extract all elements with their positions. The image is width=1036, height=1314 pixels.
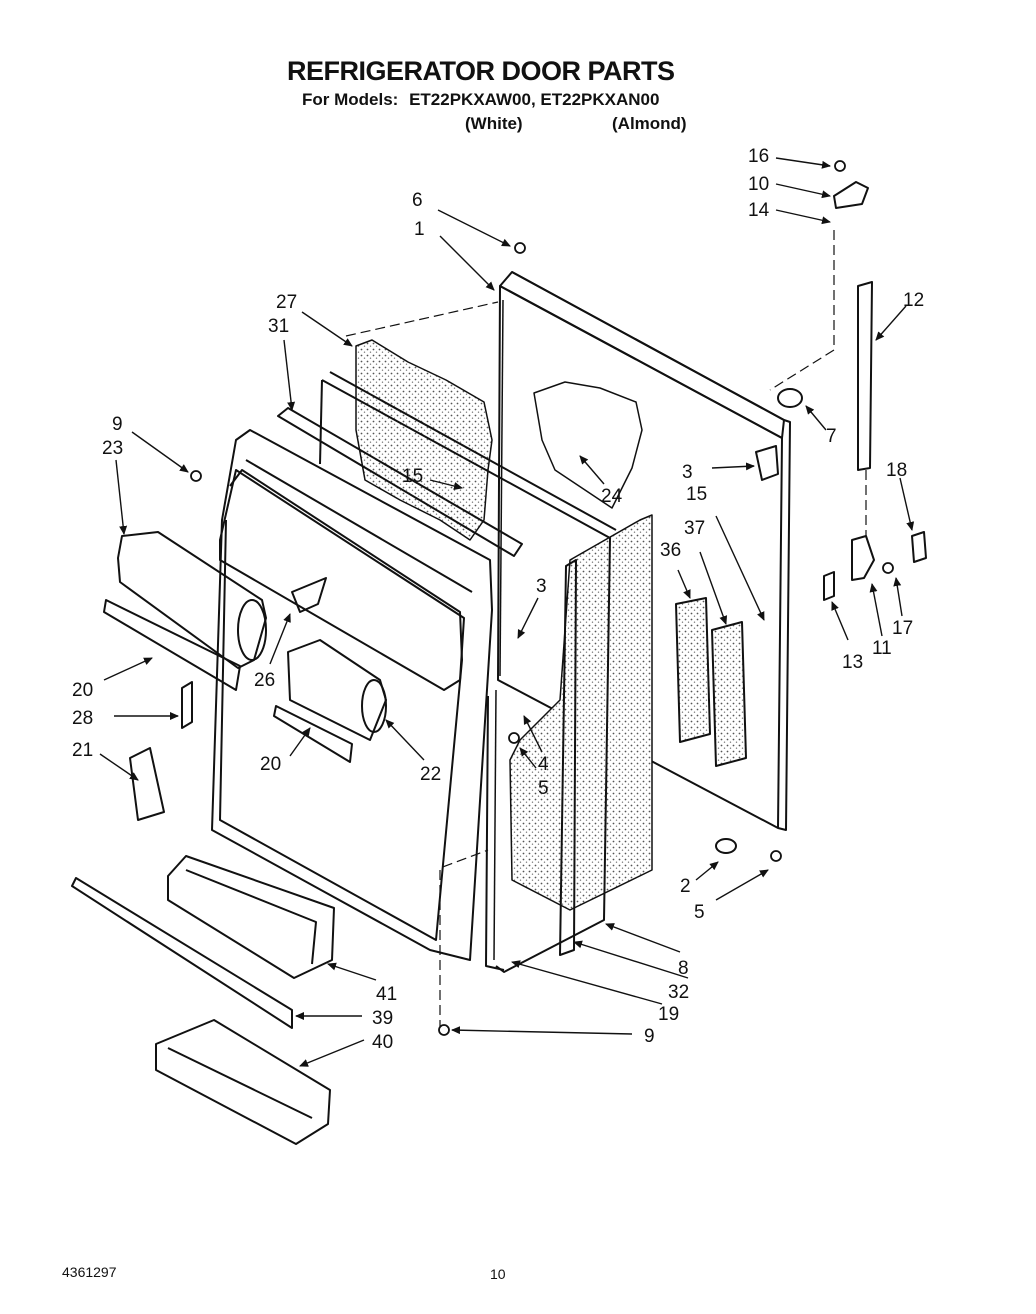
callout-13: 13 (842, 652, 863, 673)
foam-insulation-upper (355, 339, 493, 541)
alignment-line-top (769, 230, 835, 391)
models-list: ET22PKXAW00, ET22PKXAN00 (409, 90, 660, 109)
callout-22: 22 (420, 764, 441, 785)
callout-31: 31 (268, 316, 289, 337)
callout-20-left: 20 (72, 680, 93, 701)
callout-6: 6 (412, 190, 423, 211)
models-label: For Models: (302, 90, 399, 109)
callout-21: 21 (72, 740, 93, 761)
screw-17 (882, 562, 894, 574)
callout-27: 27 (276, 292, 297, 313)
callout-19: 19 (658, 1004, 679, 1025)
bottom-hinge-11 (851, 535, 875, 581)
breaker-strip (277, 407, 523, 557)
callout-24: 24 (601, 486, 623, 507)
callout-16: 16 (748, 146, 769, 167)
callout-9-upper: 9 (112, 414, 123, 435)
hinge-shim-13 (823, 571, 835, 601)
bracket-28 (181, 681, 193, 729)
callout-14: 14 (748, 200, 770, 221)
alignment-line-bottom (439, 849, 489, 1030)
callout-20-middle: 20 (260, 754, 281, 775)
callout-4: 4 (538, 754, 549, 775)
screw-6 (514, 242, 526, 254)
callout-40: 40 (372, 1032, 393, 1053)
callout-2: 2 (680, 876, 691, 897)
foam-insulation-right (509, 514, 653, 911)
models-line: For Models: ET22PKXAW00, ET22PKXAN00 (302, 90, 665, 110)
foam-block-37 (711, 621, 747, 767)
callout-26: 26 (254, 670, 275, 691)
callout-5-middle: 5 (538, 778, 549, 799)
door-gasket (319, 371, 617, 973)
callout-3-middle: 3 (536, 576, 547, 597)
callout-15-upper: 15 (402, 466, 423, 487)
callout-37: 37 (684, 518, 705, 539)
callout-28: 28 (72, 708, 93, 729)
callout-18: 18 (886, 460, 907, 481)
callout-15-lower: 15 (686, 484, 707, 505)
page-title: REFRIGERATOR DOOR PARTS (287, 56, 675, 86)
bracket-3 (755, 445, 779, 481)
callout-7: 7 (826, 426, 837, 447)
callout-3-upper: 3 (682, 462, 693, 483)
callout-23: 23 (102, 438, 123, 459)
door-stop-18 (911, 531, 927, 563)
dairy-door (103, 531, 267, 691)
callout-10: 10 (748, 174, 769, 195)
callout-36: 36 (660, 540, 681, 561)
variant-white: (White) (465, 114, 523, 133)
top-hinge-10 (833, 181, 869, 209)
door-bin-41 (167, 855, 335, 979)
document-number: 4361297 (62, 1264, 117, 1280)
door-closer-7 (777, 388, 803, 408)
callout-9-lower: 9 (644, 1026, 655, 1047)
screw-5-right (770, 850, 782, 862)
callout-41: 41 (376, 984, 397, 1005)
callout-17: 17 (892, 618, 913, 639)
callout-32: 32 (668, 982, 689, 1003)
page-number: 10 (490, 1266, 506, 1282)
callout-12: 12 (903, 290, 924, 311)
screw-5-left (508, 732, 520, 744)
bin-support-26 (291, 577, 327, 613)
door-rail-39 (71, 877, 293, 1029)
screw-9-lower (438, 1024, 450, 1036)
screw-9-upper (190, 470, 202, 482)
shelf-bin-22 (273, 639, 387, 763)
hinge-pin-12 (857, 281, 873, 471)
door-bin-40 (155, 1019, 331, 1145)
leveler-2 (715, 838, 737, 854)
bracket-21 (129, 747, 165, 821)
callout-11: 11 (872, 638, 892, 659)
callout-5-right: 5 (694, 902, 705, 923)
callout-8: 8 (678, 958, 689, 979)
foam-block-36 (675, 597, 711, 743)
callout-1: 1 (414, 219, 425, 240)
inner-door-liner (211, 429, 493, 961)
callout-39: 39 (372, 1008, 393, 1029)
strip-32 (559, 559, 577, 956)
screw-16 (834, 160, 846, 172)
variant-almond: (Almond) (612, 114, 687, 133)
alignment-line-panel (345, 301, 499, 337)
outer-door-panel (497, 271, 791, 831)
